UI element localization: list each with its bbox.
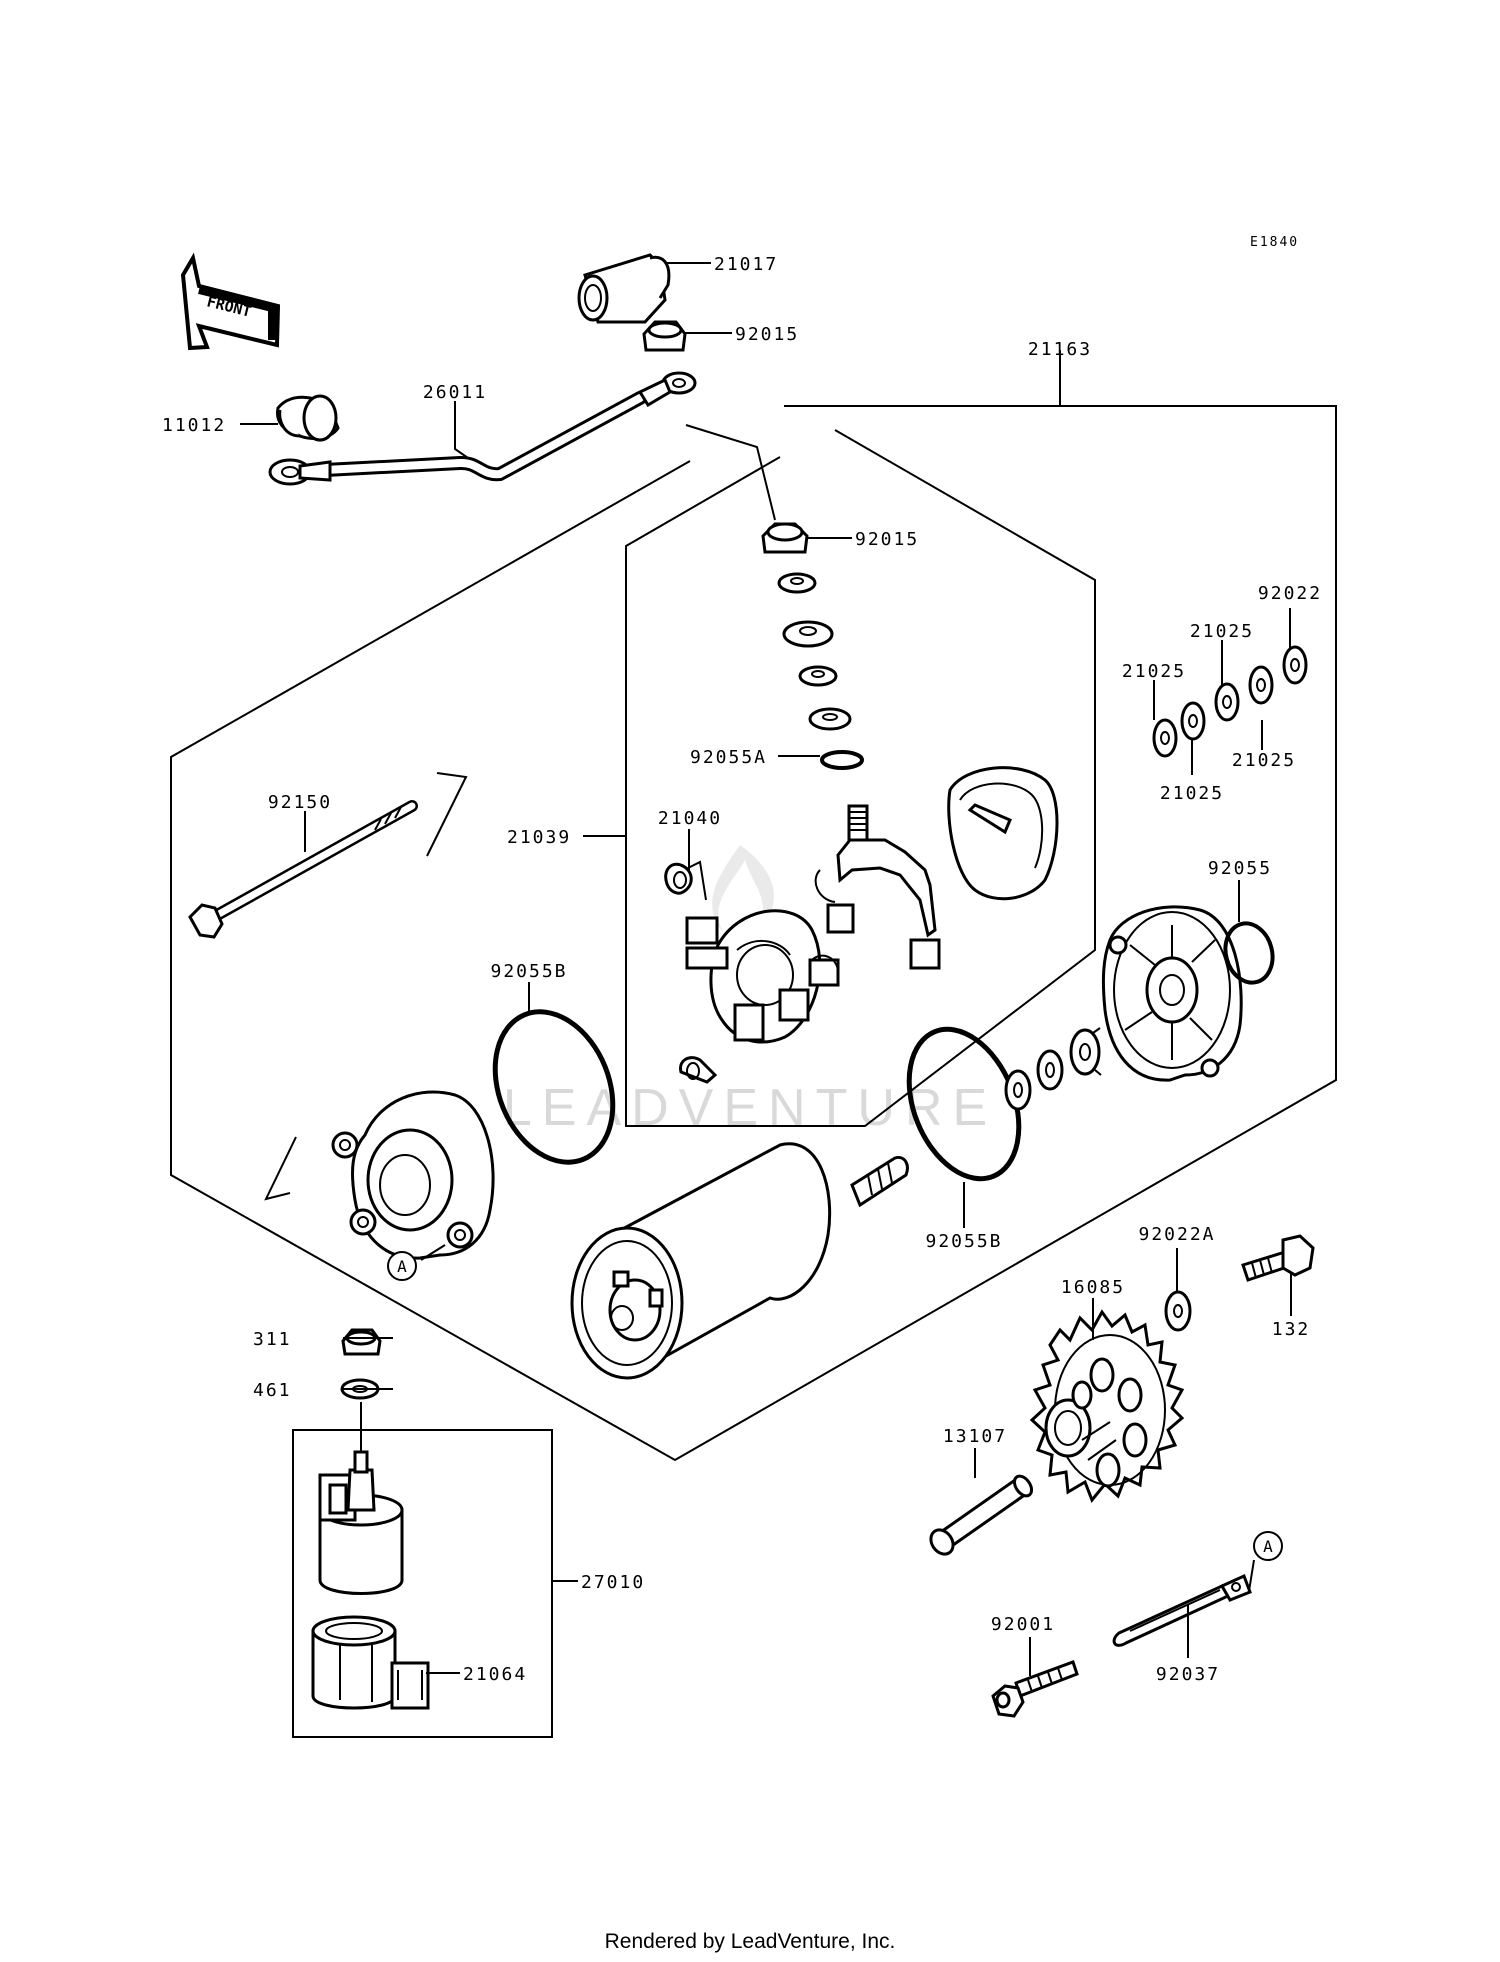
solenoid-nut-part — [341, 1328, 382, 1356]
break-line-right — [426, 772, 468, 857]
nut-part — [761, 522, 809, 554]
gear-washer-part — [1164, 1290, 1192, 1332]
svg-text:A: A — [397, 1257, 407, 1276]
watermark: LEADVENTURE — [503, 1079, 997, 1137]
stay-plate-part — [1112, 1573, 1252, 1647]
idle-gear-part — [1029, 1309, 1185, 1503]
o-ring-large-left-part — [492, 1009, 616, 1165]
watermark-flame-icon — [712, 845, 774, 935]
label-92055B-right: 92055B — [925, 1231, 1002, 1252]
label-92037: 92037 — [1156, 1664, 1220, 1685]
label-21064: 21064 — [463, 1664, 527, 1685]
label-26011: 26011 — [423, 382, 487, 403]
cable-boot-part — [276, 394, 340, 442]
label-21040: 21040 — [658, 808, 722, 829]
label-92055B-left: 92055B — [490, 961, 567, 982]
solenoid-part — [318, 1450, 404, 1595]
brush-plate-part — [685, 909, 840, 1044]
starter-motor-body-part — [570, 1142, 909, 1380]
label-311: 311 — [253, 1329, 292, 1350]
label-16085: 16085 — [1061, 1277, 1125, 1298]
end-cover-part — [947, 766, 1059, 901]
label-92022: 92022 — [1258, 583, 1322, 604]
label-92055A: 92055A — [690, 747, 767, 768]
label-21025-d: 21025 — [1160, 783, 1224, 804]
solenoid-box — [292, 1429, 553, 1738]
label-11012: 11012 — [162, 415, 226, 436]
bolt-132-part — [1241, 1234, 1315, 1282]
gear-shaft-part — [929, 1474, 1034, 1556]
label-92015-mid: 92015 — [855, 529, 919, 550]
brush-spring-part — [664, 860, 707, 901]
front-cover-part — [331, 1090, 495, 1260]
label-21039: 21039 — [507, 827, 571, 848]
rear-cover-part — [1101, 905, 1243, 1082]
brush-holder-outline — [625, 429, 1096, 1127]
terminal-bracket-part — [814, 804, 941, 970]
o-ring-small-part — [820, 750, 864, 770]
label-21025-a: 21025 — [1190, 621, 1254, 642]
shim-washers-part — [1152, 645, 1308, 758]
label-27010: 27010 — [581, 1572, 645, 1593]
terminal-cap-part — [577, 253, 671, 324]
front-arrow-icon: FRONT — [180, 252, 281, 351]
starter-assembly-outline — [170, 405, 1337, 1462]
cable-guide-line — [685, 424, 776, 521]
bolt-92001-part — [991, 1660, 1079, 1718]
label-132: 132 — [1272, 1319, 1311, 1340]
thrust-washers-part — [1004, 1027, 1102, 1111]
diagram-code: E1840 — [1250, 235, 1299, 250]
label-92055: 92055 — [1208, 858, 1272, 879]
starter-cable-part — [268, 371, 697, 486]
through-bolt-part — [188, 800, 418, 939]
solenoid-boot-part — [311, 1615, 430, 1710]
label-92150: 92150 — [268, 792, 332, 813]
label-92015-top: 92015 — [735, 324, 799, 345]
callout-a-bottom: A — [1253, 1531, 1283, 1561]
label-13107: 13107 — [943, 1426, 1007, 1447]
terminal-nut-part — [642, 320, 687, 352]
washer-stack-part — [777, 572, 852, 731]
label-92001: 92001 — [991, 1614, 1055, 1635]
callout-a-top: A — [387, 1251, 417, 1281]
brush-spring-part-lower — [679, 1056, 718, 1084]
label-21025-c: 21025 — [1232, 750, 1296, 771]
o-ring-rear-part — [1223, 921, 1275, 985]
footer-credit: Rendered by LeadVenture, Inc. — [605, 1930, 896, 1953]
label-92022A: 92022A — [1138, 1224, 1215, 1245]
svg-text:A: A — [1263, 1537, 1273, 1556]
label-21163: 21163 — [1028, 339, 1092, 360]
label-21025-b: 21025 — [1122, 661, 1186, 682]
label-461: 461 — [253, 1380, 292, 1401]
break-line-left — [264, 1136, 297, 1201]
leader-lines — [240, 262, 1292, 1676]
label-21017: 21017 — [714, 254, 778, 275]
